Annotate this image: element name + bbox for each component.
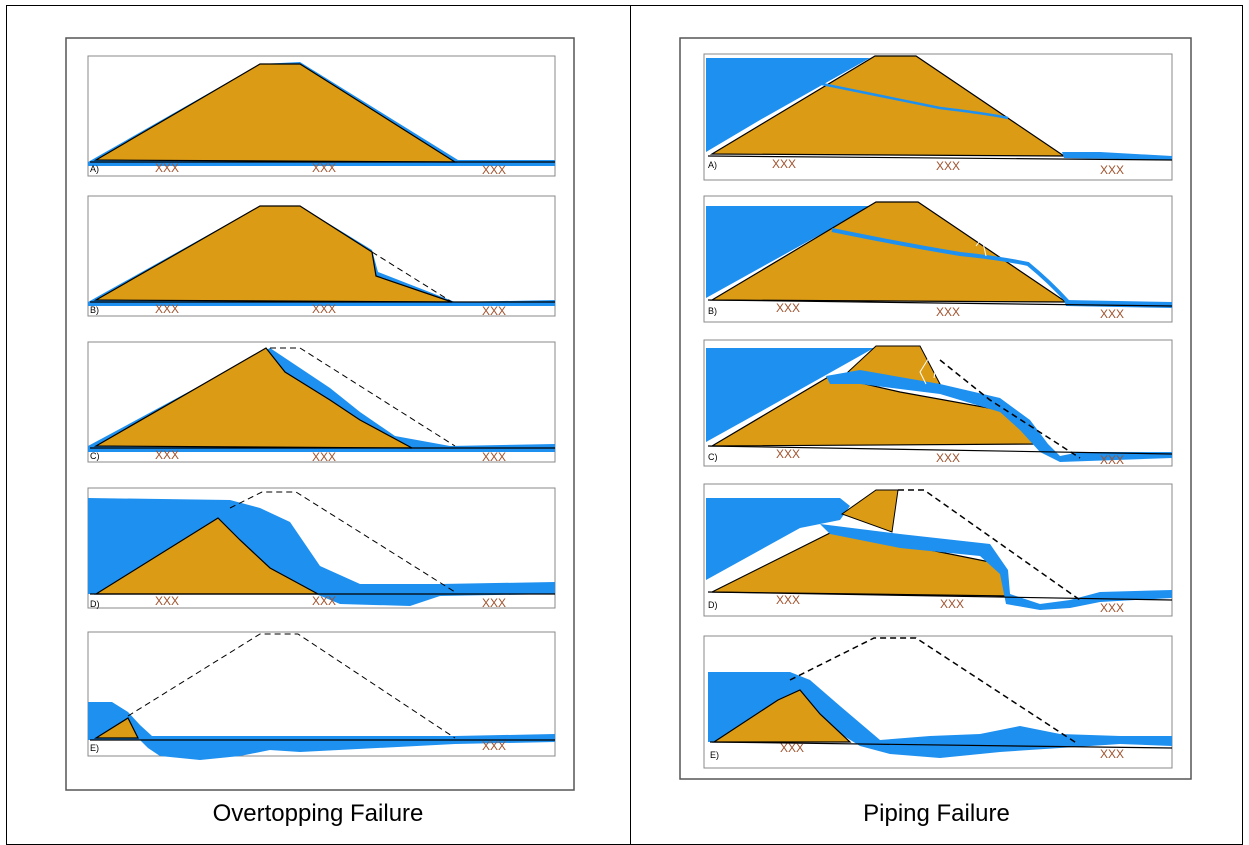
ground-mark: XXX (1100, 163, 1124, 177)
overtopping-panel-b: B) XXX XXX XXX (87, 195, 556, 318)
piping-panel-a: A) XXX XXX XXX (703, 53, 1173, 181)
stage-label: A) (708, 160, 717, 170)
ground-mark: XXX (1100, 307, 1124, 321)
ground-mark: XXX (776, 593, 800, 607)
original-profile (898, 489, 1081, 601)
ground-line (709, 741, 1173, 749)
original-profile (229, 491, 456, 593)
water-body (706, 58, 870, 152)
ground-mark: XXX (772, 157, 796, 171)
ground-line (707, 591, 1173, 601)
original-profile (789, 637, 1079, 745)
overtopping-panel-c: C) XXX XXX XXX (87, 341, 556, 464)
downstream-water (1062, 152, 1172, 160)
overtopping-caption: Overtopping Failure (212, 800, 424, 827)
piping-panel-c: C) XXX XXX XXX (703, 339, 1173, 467)
piping-panel-d: D) XXX XXX XXX (703, 483, 1173, 617)
ground-mark: XXX (482, 739, 506, 753)
ground-mark: XXX (940, 597, 964, 611)
seepage-path (821, 82, 1009, 120)
ground-mark: XXX (936, 159, 960, 173)
dam-body (93, 63, 458, 163)
ground-mark: XXX (482, 304, 506, 318)
ground-mark: XXX (1100, 601, 1124, 615)
overtopping-panel-d: D) XXX XXX XXX (87, 487, 556, 610)
stage-label: D) (708, 600, 718, 610)
stage-label: C) (708, 452, 718, 462)
original-profile (939, 359, 1081, 459)
overtopping-panel-a: A) XXX XXX XXX (87, 55, 556, 177)
crack-lines (919, 351, 939, 385)
dam-body (709, 55, 1066, 157)
overtopping-panel-e: E) XXX (87, 631, 556, 760)
crack-lines (975, 236, 995, 257)
stage-label: D) (90, 599, 100, 609)
seepage-channel (820, 524, 1172, 610)
stage-label: E) (710, 750, 719, 760)
ground-mark: XXX (482, 450, 506, 464)
stage-label: B) (90, 305, 99, 315)
original-profile (371, 251, 453, 303)
dam-lower (711, 527, 1011, 597)
ground-mark: XXX (936, 451, 960, 465)
piping-caption: Piping Failure (863, 800, 1010, 827)
original-profile (299, 347, 456, 447)
ground-mark: XXX (776, 301, 800, 315)
ground-mark: XXX (936, 305, 960, 319)
piping-panel-e: E) XXX XXX (703, 635, 1173, 769)
water-body (88, 702, 555, 760)
dam-remnant (93, 717, 139, 739)
ground-line (707, 155, 1173, 161)
dam-body (709, 201, 1068, 303)
ground-mark: XXX (312, 302, 336, 316)
ground-mark: XXX (155, 161, 179, 175)
dam-lower (709, 375, 1042, 447)
piping-panel-b: B) XXX XXX XXX (703, 195, 1173, 323)
ground-mark: XXX (1100, 747, 1124, 761)
original-profile (127, 633, 456, 739)
stage-label: A) (90, 164, 99, 174)
ground-mark: XXX (155, 594, 179, 608)
water-body (706, 348, 874, 442)
seepage-path (831, 228, 1070, 304)
stage-label: E) (90, 743, 99, 753)
ground-line (707, 299, 1173, 307)
stage-label: B) (708, 306, 717, 316)
water-body (706, 206, 872, 298)
ground-mark: XXX (155, 448, 179, 462)
water-body (706, 498, 850, 580)
column-divider (630, 5, 631, 845)
panel-frame (87, 631, 556, 757)
ground-mark: XXX (780, 741, 804, 755)
ground-mark: XXX (482, 596, 506, 610)
seepage-channel (826, 370, 1172, 462)
dam-remnant (711, 689, 852, 743)
ground-mark: XXX (312, 594, 336, 608)
ground-mark: XXX (312, 161, 336, 175)
ground-mark: XXX (312, 450, 336, 464)
ground-mark: XXX (1100, 453, 1124, 467)
ground-mark: XXX (482, 163, 506, 177)
stage-label: C) (90, 451, 100, 461)
ground-mark: XXX (776, 447, 800, 461)
ground-line (707, 445, 1173, 455)
ground-mark: XXX (155, 302, 179, 316)
